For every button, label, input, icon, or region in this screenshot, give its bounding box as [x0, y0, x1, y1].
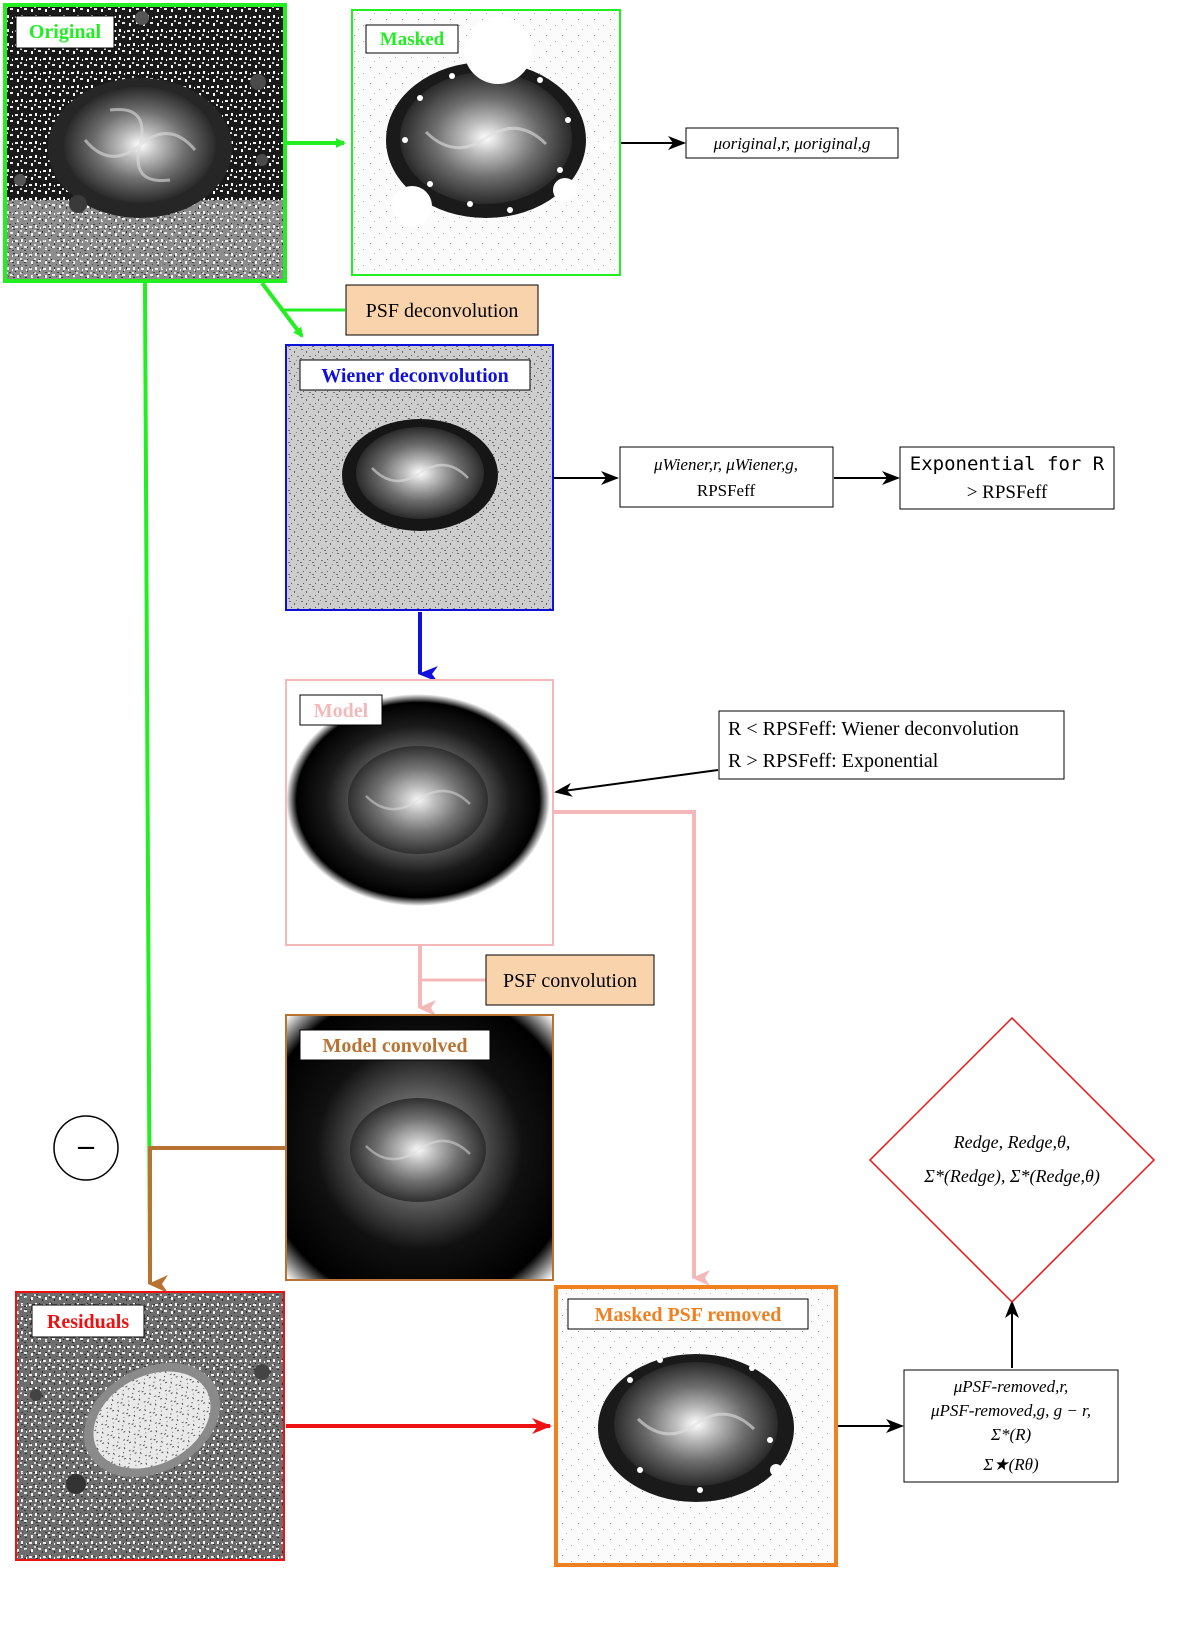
panel-residuals: Residuals: [15, 1291, 285, 1561]
output-exponential: Exponential for R > RPSFeff: [899, 446, 1115, 510]
panel-original: Original: [3, 3, 287, 283]
output-model-rule-line2: R > RPSFeff: Exponential: [728, 750, 939, 772]
panel-model-convolved: Model convolved: [285, 1014, 554, 1281]
panel-wiener-label: Wiener deconvolution: [321, 365, 509, 387]
panel-original-label: Original: [29, 21, 102, 43]
output-wiener-sb-line2: RPSFeff: [697, 481, 756, 500]
panel-wiener: Wiener deconvolution: [285, 344, 554, 611]
output-final-line2: μPSF-removed,g, g − r,: [930, 1401, 1091, 1420]
process-psf-deconvolution-label: PSF deconvolution: [366, 300, 519, 322]
arrow-original-to-residuals: [143, 282, 152, 1279]
panel-model-convolved-label: Model convolved: [323, 1035, 468, 1057]
output-original-sb-text: μoriginal,r, μoriginal,g: [713, 134, 871, 153]
output-model-rule-line1: R < RPSFeff: Wiener deconvolution: [728, 718, 1019, 740]
output-edge-line1: Redge, Redge,θ,: [953, 1132, 1071, 1152]
panel-masked: Masked: [351, 9, 621, 276]
output-final-line4: Σ★(Rθ): [982, 1455, 1039, 1474]
process-psf-convolution-label: PSF convolution: [503, 970, 637, 992]
output-exponential-line2: > RPSFeff: [967, 482, 1048, 503]
output-wiener-sb: μWiener,r, μWiener,g, RPSFeff: [619, 446, 834, 508]
output-edge-diamond: Redge, Redge,θ, Σ*(Redge), Σ*(Redge,θ): [868, 1016, 1156, 1304]
panel-residuals-label: Residuals: [47, 1311, 129, 1333]
panel-masked-label: Masked: [380, 29, 445, 50]
output-original-sb: μoriginal,r, μoriginal,g: [685, 127, 899, 159]
process-psf-convolution: PSF convolution: [485, 954, 655, 1006]
process-psf-deconvolution: PSF deconvolution: [345, 284, 539, 336]
output-model-rule: R < RPSFeff: Wiener deconvolution R > RP…: [718, 710, 1065, 780]
arrow-rule-to-model: [554, 769, 719, 797]
panel-psf-removed-label: Masked PSF removed: [595, 1304, 782, 1326]
output-final-line1: μPSF-removed,r,: [953, 1377, 1069, 1396]
panel-psf-removed: Masked PSF removed: [554, 1285, 838, 1567]
minus-sign: −: [75, 1133, 97, 1163]
panel-model-label: Model: [314, 700, 369, 722]
output-final-line3: Σ*(R): [990, 1425, 1032, 1444]
arrow-modelconv-to-residuals: [148, 1146, 286, 1293]
output-edge-line2: Σ*(Redge), Σ*(Redge,θ): [923, 1166, 1100, 1187]
panel-model: Model: [285, 679, 554, 946]
output-exponential-line1: Exponential for R: [910, 453, 1105, 475]
arrow-model-to-psfremoved: [554, 810, 710, 1286]
output-final-profiles: μPSF-removed,r, μPSF-removed,g, g − r, Σ…: [903, 1369, 1119, 1483]
subtraction-operator: −: [53, 1115, 119, 1181]
output-wiener-sb-line1: μWiener,r, μWiener,g,: [653, 455, 798, 474]
